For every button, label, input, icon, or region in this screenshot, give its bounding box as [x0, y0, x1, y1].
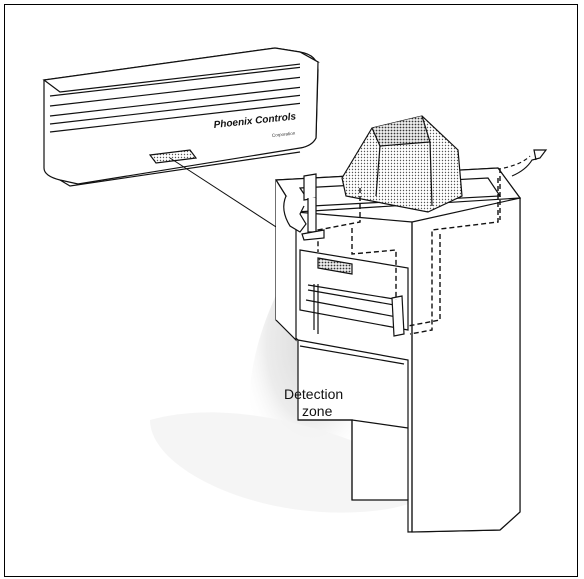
airflow-path [317, 168, 501, 335]
detection-zone-label-line2: zone [302, 403, 333, 419]
exhaust-arrow-icon [503, 149, 548, 177]
sensor-unit [42, 47, 320, 187]
brand-subtitle: Corporation [272, 131, 296, 138]
exhaust-duct [341, 115, 463, 213]
detection-zone-label-line1: Detection [284, 386, 343, 402]
monitor-device [283, 173, 325, 241]
